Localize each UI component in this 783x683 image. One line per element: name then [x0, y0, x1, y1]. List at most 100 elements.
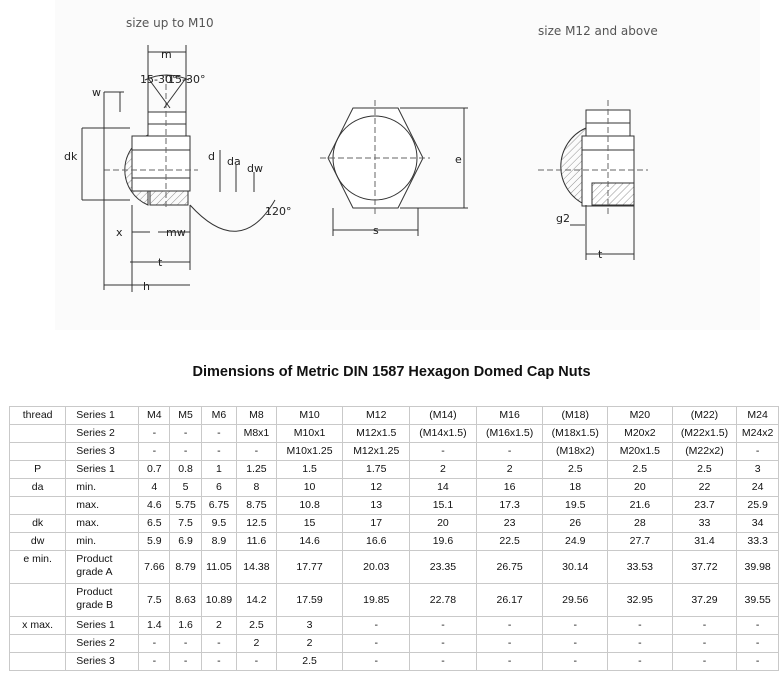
table-cell: 26.17 [475, 583, 544, 617]
row-group-label: P [8, 460, 67, 479]
table-cell: 19.5 [542, 496, 609, 515]
table-cell: - [409, 616, 477, 635]
table-cell: - [409, 652, 477, 671]
table-cell: - [542, 652, 609, 671]
row-group-label: dw [8, 532, 67, 551]
row-sub-label: Series 1 [65, 616, 140, 635]
table-cell: 6.9 [169, 532, 202, 551]
table-cell: 1.4 [138, 616, 171, 635]
row-sub-label: min. [65, 532, 140, 551]
row-group-label [8, 652, 67, 671]
table-cell: 7.5 [169, 514, 202, 533]
table-cell: - [475, 652, 544, 671]
table-cell: 8.79 [169, 550, 202, 584]
table-cell: 2 [475, 460, 544, 479]
table-cell: 22 [671, 478, 738, 497]
table-cell: - [671, 652, 738, 671]
table-cell: 0.8 [169, 460, 202, 479]
table-cell: 3 [275, 616, 344, 635]
table-cell: 39.98 [736, 550, 779, 584]
row-group-label [8, 583, 67, 617]
table-cell: - [342, 634, 411, 653]
table-cell: 8.63 [169, 583, 202, 617]
table-cell: 23.7 [671, 496, 738, 515]
table-cell: - [200, 652, 238, 671]
table-cell: - [169, 634, 202, 653]
table-cell: 2.5 [607, 460, 673, 479]
table-cell: 8.9 [200, 532, 238, 551]
table-cell: 5 [169, 478, 202, 497]
table-cell: 20 [409, 514, 477, 533]
table-cell: 24.9 [542, 532, 609, 551]
table-cell: 18 [542, 478, 609, 497]
table-cell: M20x2 [607, 424, 673, 443]
row-group-label: e min. [8, 550, 67, 584]
table-cell: 9.5 [200, 514, 238, 533]
label-x: x [116, 226, 123, 239]
label-da: da [227, 155, 241, 168]
table-cell: 34 [736, 514, 779, 533]
table-cell: 8 [236, 478, 277, 497]
table-cell: 2.5 [236, 616, 277, 635]
table-cell: - [200, 442, 238, 461]
table-cell: 8.75 [236, 496, 277, 515]
table-cell: (M22x1.5) [671, 424, 738, 443]
table-cell: - [671, 616, 738, 635]
row-sub-label: max. [65, 514, 140, 533]
row-sub-label: max. [65, 496, 140, 515]
label-w: w [92, 86, 101, 99]
table-cell: M20x1.5 [607, 442, 673, 461]
table-cell: - [475, 442, 544, 461]
table-cell: - [475, 634, 544, 653]
row-sub-label: Product grade A [65, 550, 140, 584]
table-cell: 31.4 [671, 532, 738, 551]
table-cell: (M18) [542, 406, 609, 425]
table-cell: - [342, 652, 411, 671]
table-cell: M24x2 [736, 424, 779, 443]
table-cell: 2 [275, 634, 344, 653]
caption-size-up-to-m10: size up to M10 [126, 16, 214, 30]
table-cell: 1.5 [275, 460, 344, 479]
table-cell: 5.9 [138, 532, 171, 551]
table-cell: M8x1 [236, 424, 277, 443]
row-group-label [8, 442, 67, 461]
table-cell: - [736, 652, 779, 671]
table-cell: - [169, 442, 202, 461]
table-cell: (M14) [409, 406, 477, 425]
table-cell: M10x1 [275, 424, 344, 443]
table-cell: (M16x1.5) [475, 424, 544, 443]
table-cell: 33.3 [736, 532, 779, 551]
table-cell: 6.75 [200, 496, 238, 515]
row-sub-label: Series 3 [65, 442, 140, 461]
table-cell: 14.6 [275, 532, 344, 551]
label-s: s [373, 224, 379, 237]
row-group-label: x max. [8, 616, 67, 635]
table-cell: 7.5 [138, 583, 171, 617]
row-sub-label: Series 3 [65, 652, 140, 671]
table-cell: 17 [342, 514, 411, 533]
label-m: m [161, 48, 172, 61]
table-cell: 15 [275, 514, 344, 533]
table-cell: M12 [342, 406, 411, 425]
table-cell: 23 [475, 514, 544, 533]
table-cell: - [475, 616, 544, 635]
table-cell: 14 [409, 478, 477, 497]
table-cell: 10.8 [275, 496, 344, 515]
table-cell: 2 [409, 460, 477, 479]
table-cell: - [607, 616, 673, 635]
label-t: t [158, 256, 163, 269]
row-group-label [8, 634, 67, 653]
table-cell: (M18x1.5) [542, 424, 609, 443]
label-h: h [143, 280, 150, 293]
table-cell: 14.38 [236, 550, 277, 584]
table-cell: M16 [475, 406, 544, 425]
table-cell: M12x1.5 [342, 424, 411, 443]
table-cell: 20 [607, 478, 673, 497]
